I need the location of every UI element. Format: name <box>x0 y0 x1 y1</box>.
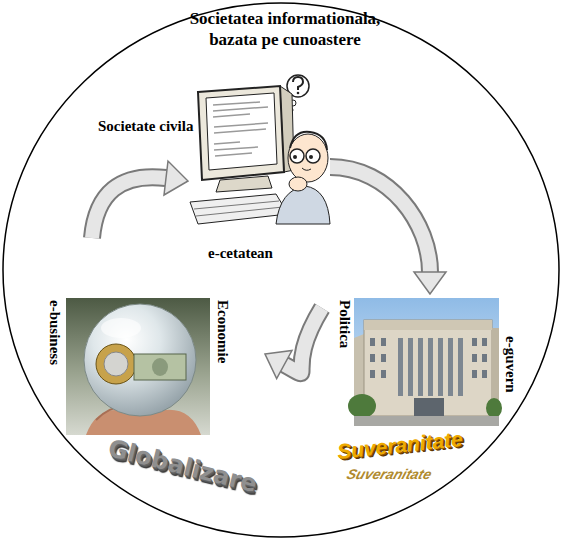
circle-outline <box>3 3 559 537</box>
window <box>482 370 487 378</box>
highlight <box>101 318 141 338</box>
vertical-label: e-business <box>46 300 64 365</box>
monitor-base <box>216 176 272 192</box>
window <box>472 338 477 346</box>
pupil <box>309 155 313 159</box>
keyboard-keys <box>194 201 283 216</box>
monitor <box>198 86 284 180</box>
wordart-label: Globalizare <box>105 434 260 498</box>
circle-title: Societatea informationala, bazata pe cun… <box>185 8 385 50</box>
window <box>472 354 477 362</box>
vertical-label: e-guvern <box>502 336 520 393</box>
window <box>448 338 453 396</box>
man-hand <box>289 177 307 191</box>
key-row <box>194 201 279 209</box>
screen-line <box>215 153 252 156</box>
screen-line <box>214 123 268 127</box>
window <box>428 338 433 396</box>
vertical-label: Economie <box>214 300 232 363</box>
road <box>354 416 499 426</box>
arrow-head <box>164 161 188 195</box>
banknote <box>134 354 186 380</box>
tall-windows <box>398 338 463 396</box>
entrance <box>414 398 444 416</box>
keyboard <box>190 194 288 224</box>
mouth <box>302 168 311 170</box>
glasses <box>290 149 304 163</box>
window <box>381 338 386 346</box>
screen-line <box>213 107 268 111</box>
arrow-body <box>284 308 322 373</box>
globe-illustration <box>66 298 210 435</box>
tree <box>348 394 376 418</box>
window <box>370 370 375 378</box>
building-illustration <box>348 298 502 426</box>
arrow-head <box>265 350 292 378</box>
screen-line <box>214 147 258 150</box>
node-caption: e-cetatean <box>208 244 273 262</box>
arrow-outline <box>284 308 322 373</box>
banknote-portrait <box>152 358 168 376</box>
window <box>381 354 386 362</box>
window <box>408 338 413 396</box>
computer-illustration <box>190 75 330 224</box>
photo-ground <box>66 298 210 435</box>
roof-band <box>364 320 492 330</box>
screen-line <box>213 114 250 117</box>
side-windows <box>370 338 487 378</box>
vertical-label: Politica <box>336 300 354 348</box>
arrow-body <box>330 167 430 272</box>
curved-arrow <box>330 167 446 294</box>
arrow-outline <box>92 177 166 238</box>
question-dot <box>297 92 300 95</box>
screen-lines <box>213 102 268 156</box>
window <box>438 338 443 396</box>
question-mark <box>293 77 303 90</box>
window <box>398 338 403 396</box>
pupil <box>293 155 297 159</box>
window <box>370 354 375 362</box>
man-body <box>276 186 330 224</box>
window <box>370 338 375 346</box>
window <box>418 338 423 396</box>
crystal-ball <box>84 304 196 416</box>
window <box>381 370 386 378</box>
reflection-text: Suveranitate <box>345 466 434 482</box>
screen-line <box>213 102 260 105</box>
key-row <box>196 207 283 216</box>
window <box>482 338 487 346</box>
tree <box>486 398 502 418</box>
screen-line <box>214 142 240 144</box>
curved-arrow <box>265 308 322 379</box>
screen-line <box>214 129 266 133</box>
coin-center <box>104 352 128 376</box>
economy-globe: e-business EconomieGlobalizare <box>36 294 265 504</box>
glasses <box>306 149 320 163</box>
arrow-outline <box>330 167 430 272</box>
screen <box>206 93 277 170</box>
side-label: Societate civila <box>98 117 193 135</box>
coin <box>96 344 136 384</box>
government-building: Politica e-guvernSuveranitate <box>322 294 524 484</box>
curved-arrow <box>92 161 188 238</box>
man-head <box>288 134 328 182</box>
building <box>364 320 492 416</box>
man-hair <box>290 132 327 150</box>
window <box>472 370 477 378</box>
window <box>458 338 463 396</box>
window <box>482 354 487 362</box>
arrow-head <box>414 272 446 294</box>
arrow-body <box>92 177 166 238</box>
wordart-label: Suveranitate <box>336 427 464 464</box>
citizen-computer: e-cetatean <box>180 72 330 266</box>
